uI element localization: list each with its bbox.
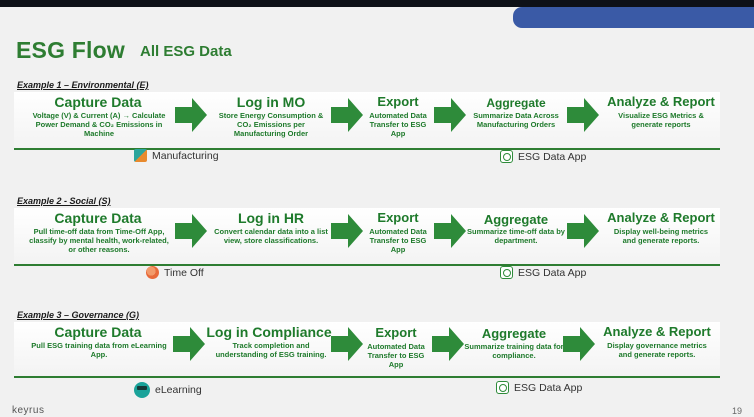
step-title: Export <box>377 210 419 225</box>
flow-row-social <box>14 208 720 266</box>
page-number: 19 <box>731 406 742 416</box>
example-label-governance: Example 3 – Governance (G) <box>17 310 140 320</box>
app-name: Time Off <box>164 266 204 279</box>
top-bar <box>0 0 754 7</box>
step-description: Automated Data Transfer to ESG App <box>369 227 427 254</box>
step-description: Pull ESG training data from eLearning Ap… <box>31 341 167 359</box>
step-description: Store Energy Consumption & CO₂ Emissions… <box>218 111 324 138</box>
step-description: Summarize time-off data by department. <box>467 227 565 245</box>
arrow-icon <box>567 98 599 132</box>
step-title: Capture Data <box>54 94 142 110</box>
arrow-icon <box>567 214 599 248</box>
app-name: ESG Data App <box>514 381 583 394</box>
example-label-environmental: Example 1 – Environmental (E) <box>17 80 149 90</box>
header-band <box>513 7 754 28</box>
arrow-icon <box>331 214 363 248</box>
step-description: Display governance metrics and generate … <box>607 341 707 359</box>
page-subtitle: All ESG Data <box>140 43 232 60</box>
page-title: ESG Flow <box>16 37 125 63</box>
step-description: Display well-being metrics and generate … <box>613 227 709 245</box>
manufacturing-icon <box>134 149 147 162</box>
app-name: Manufacturing <box>152 149 219 162</box>
app-manufacturing: Manufacturing <box>134 149 219 162</box>
arrow-icon <box>434 214 466 248</box>
app-name: ESG Data App <box>518 150 587 163</box>
step-description: Convert calendar data into a list view, … <box>214 227 328 245</box>
example-label-social: Example 2 - Social (S) <box>17 196 111 206</box>
arrow-icon <box>331 98 363 132</box>
step-title: Aggregate <box>483 212 549 227</box>
step-title: Export <box>377 94 419 109</box>
step-title: Log in HR <box>237 210 305 226</box>
step-title: Analyze & Report <box>603 324 711 339</box>
arrow-icon <box>173 327 205 361</box>
step-description: Automated Data Transfer to ESG App <box>369 111 427 138</box>
step-description: Automated Data Transfer to ESG App <box>367 342 425 369</box>
step-title: Analyze & Report <box>607 210 715 225</box>
arrow-icon <box>434 98 466 132</box>
elearning-icon <box>134 382 150 398</box>
step-title: Capture Data <box>54 210 142 226</box>
step-description: Voltage (V) & Current (A) → Calculate Po… <box>32 111 166 138</box>
esg-data-app-icon <box>500 150 513 163</box>
step-description: Summarize training data for compliance. <box>464 342 564 360</box>
step-title: Aggregate <box>481 326 547 341</box>
step-description: Visualize ESG Metrics & generate reports <box>618 111 704 129</box>
step-description: Track completion and understanding of ES… <box>215 341 327 359</box>
arrow-icon <box>563 327 595 361</box>
app-time-off: Time Off <box>146 266 204 279</box>
arrow-icon <box>175 214 207 248</box>
time-off-icon <box>146 266 159 279</box>
step-title: Analyze & Report <box>607 94 715 109</box>
step-title: Export <box>375 325 417 340</box>
arrow-icon <box>331 327 363 361</box>
app-elearning: eLearning <box>134 382 202 398</box>
app-esg-data: ESG Data App <box>496 381 582 394</box>
flow-row-governance <box>14 322 720 378</box>
flow-row-environmental <box>14 92 720 150</box>
esg-data-app-icon <box>500 266 513 279</box>
step-description: Summarize Data Across Manufacturing Orde… <box>473 111 559 129</box>
arrow-icon <box>432 327 464 361</box>
step-title: Log in Compliance <box>206 324 332 340</box>
app-name: ESG Data App <box>518 266 587 279</box>
brand-logo: keyrus <box>12 405 45 416</box>
step-title: Capture Data <box>54 324 142 340</box>
arrow-icon <box>175 98 207 132</box>
esg-data-app-icon <box>496 381 509 394</box>
app-esg-data: ESG Data App <box>500 150 586 163</box>
app-esg-data: ESG Data App <box>500 266 586 279</box>
step-title: Log in MO <box>236 94 306 110</box>
step-title: Aggregate <box>486 96 546 110</box>
app-name: eLearning <box>155 384 202 396</box>
step-description: Pull time-off data from Time-Off App, cl… <box>29 227 169 254</box>
